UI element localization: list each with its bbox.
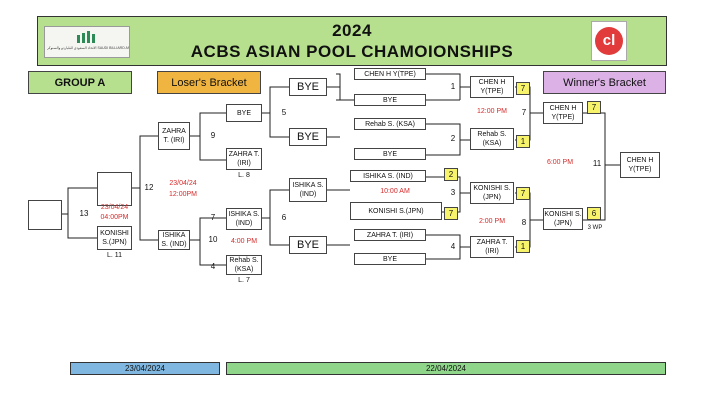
- score-badge: 7: [587, 101, 601, 114]
- match-time: 12:00PM: [168, 191, 198, 198]
- federation-logo-text: الاتحاد السعودي للبلياردو والسنوكر SAUDI…: [47, 46, 129, 50]
- match-note: 3 WP: [587, 225, 603, 231]
- losers-player-box: ZAHRA T. (IRI): [158, 122, 190, 150]
- match-winner: CHEN H Y(TPE): [470, 76, 514, 98]
- match-number: 6: [281, 213, 287, 222]
- match-time: 04:00PM: [100, 214, 129, 221]
- losers-player-box: [97, 172, 132, 206]
- match-time: 10:00 AM: [380, 188, 410, 195]
- losers-player-box: ISHIKA S. (IND): [289, 178, 327, 202]
- losers-bye-box: BYE: [289, 78, 327, 96]
- match-number: 1: [450, 82, 456, 91]
- date-bar-day1: 22/04/2024: [226, 362, 666, 375]
- match-number: 10: [208, 235, 218, 244]
- match-date: 23/04/24: [169, 180, 197, 187]
- federation-logo: الاتحاد السعودي للبلياردو والسنوكر SAUDI…: [44, 26, 130, 58]
- header-banner: الاتحاد السعودي للبلياردو والسنوكر SAUDI…: [37, 16, 667, 66]
- losers-bye-box: BYE: [226, 104, 262, 122]
- match-time: 12:00 PM: [477, 108, 507, 115]
- winners-r1-slot: Rehab S. (KSA): [354, 118, 426, 130]
- sponsor-logo-icon: cl: [595, 27, 623, 55]
- losers-final-box: [28, 200, 62, 230]
- match-time: 6:00 PM: [546, 159, 574, 166]
- loss-label: L. 8: [238, 172, 250, 179]
- winners-bracket-label: Winner's Bracket: [543, 71, 666, 94]
- losers-player-box: ISHIKA S. (IND): [226, 208, 262, 230]
- match-number: 13: [79, 209, 89, 218]
- winners-r1-bye: BYE: [354, 148, 426, 160]
- match-winner: ZAHRA T. (IRI): [470, 236, 514, 258]
- losers-player-box: Rehab S. (KSA): [226, 255, 262, 275]
- match-number: 2: [450, 134, 456, 143]
- score-badge: 7: [516, 187, 530, 200]
- match-number: 7: [210, 213, 216, 222]
- match-number: 9: [210, 131, 216, 140]
- match-winner: CHEN H Y(TPE): [543, 102, 583, 124]
- sponsor-logo: cl: [591, 21, 627, 61]
- score-badge: 6: [587, 207, 601, 220]
- losers-player-box: ZAHRA T. (IRI): [226, 148, 262, 170]
- loss-label: L. 11: [106, 252, 123, 259]
- date-bar-day2: 23/04/2024: [70, 362, 220, 375]
- page-title: ACBS ASIAN POOL CHAMOIONSHIPS: [190, 42, 514, 61]
- winners-r1-bye: BYE: [354, 253, 426, 265]
- match-winner: Rehab S. (KSA): [470, 128, 514, 150]
- losers-bye-box: BYE: [289, 128, 327, 146]
- match-number: 11: [592, 159, 602, 168]
- match-number: 12: [144, 183, 154, 192]
- match-time: 2:00 PM: [478, 218, 506, 225]
- match-number: 4: [210, 262, 216, 271]
- losers-bracket-label: Loser's Bracket: [157, 71, 261, 94]
- score-badge: 2: [444, 168, 458, 181]
- match-winner: KONISHI S.(JPN): [543, 208, 583, 230]
- match-date: 23/04/24: [100, 204, 129, 211]
- winners-r1-bye: BYE: [354, 94, 426, 106]
- losers-bye-box: BYE: [289, 236, 327, 254]
- federation-logo-icon: [77, 31, 95, 43]
- winners-r1-slot: KONISHI S.(JPN): [350, 202, 442, 220]
- page-year: 2024: [332, 21, 372, 40]
- winners-r1-slot: CHEN H Y(TPE): [354, 68, 426, 80]
- score-badge: 1: [516, 135, 530, 148]
- winners-r1-slot: ZAHRA T. (IRI): [354, 229, 426, 241]
- match-time: 4:00 PM: [230, 238, 258, 245]
- match-number: 5: [281, 108, 287, 117]
- losers-player-box: ISHIKA S. (IND): [158, 230, 190, 250]
- winners-r1-slot: ISHIKA S. (IND): [350, 170, 426, 182]
- champion-box: CHEN H Y(TPE): [620, 152, 660, 178]
- score-badge: 1: [516, 240, 530, 253]
- losers-player-box: KONISHI S.(JPN): [97, 226, 132, 250]
- match-number: 7: [521, 108, 527, 117]
- match-number: 3: [450, 188, 456, 197]
- match-winner: KONISHI S.(JPN): [470, 182, 514, 204]
- match-number: 8: [521, 218, 527, 227]
- score-badge: 7: [516, 82, 530, 95]
- score-badge: 7: [444, 207, 458, 220]
- group-label: GROUP A: [28, 71, 132, 94]
- loss-label: L. 7: [238, 277, 250, 284]
- match-number: 4: [450, 242, 456, 251]
